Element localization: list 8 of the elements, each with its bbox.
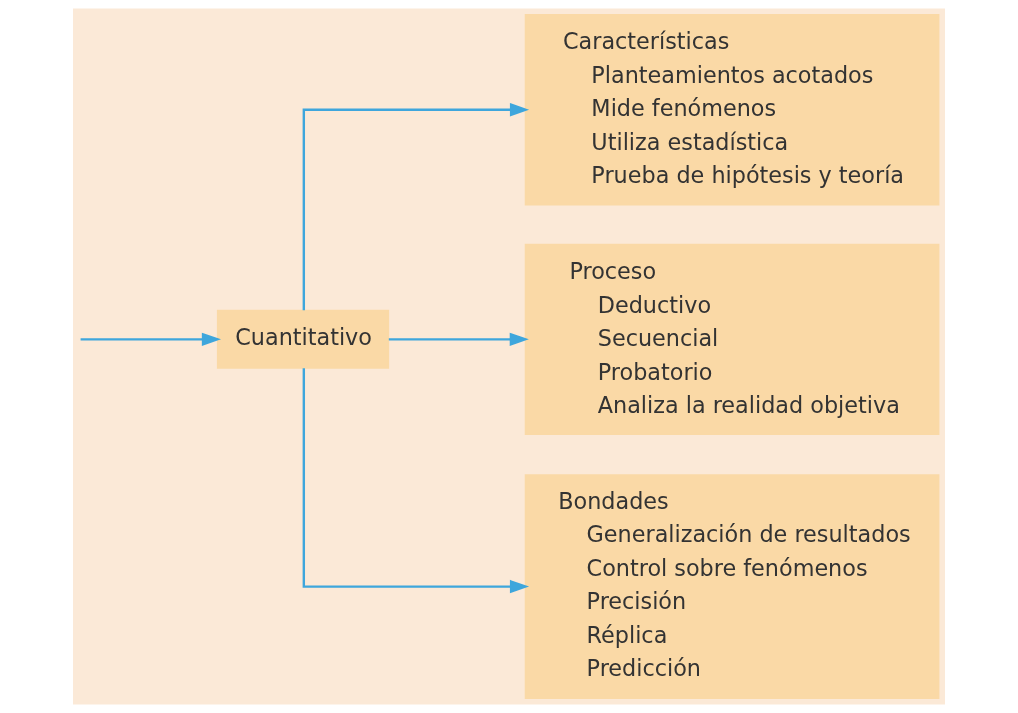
node-box: Bondades Generalización de resultados Control sobre fenómenos Precisión Réplica Predicción — [524, 474, 940, 699]
node-box: Proceso Deductivo Secuencial Probatorio Analiza la realidad objetiva — [524, 243, 940, 436]
arrow — [302, 102, 530, 311]
arrow — [80, 332, 221, 347]
node-box: Cuantitativo — [216, 309, 390, 369]
arrow — [302, 368, 530, 594]
arrow — [388, 332, 529, 347]
node-box: Características Planteamientos acotados Mide fenómenos Utiliza estadística Prueba de hipótesis y teoría — [524, 14, 940, 206]
